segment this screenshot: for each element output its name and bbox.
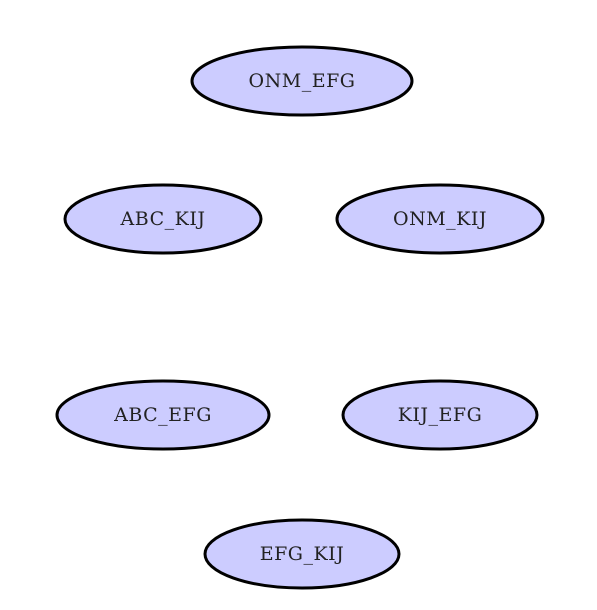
node-abc-efg-ellipse — [55, 379, 271, 451]
node-efg-kij-ellipse — [203, 518, 401, 590]
node-abc-efg-label: ABC_EFG — [113, 404, 212, 426]
node-abc-kij-ellipse — [63, 183, 263, 255]
node-kij-efg-ellipse — [341, 379, 539, 451]
node-efg-kij[interactable]: EFG_KIJ — [203, 518, 401, 590]
node-kij-efg-label: KIJ_EFG — [398, 404, 483, 426]
node-onm-efg-ellipse — [190, 45, 414, 117]
node-onm-kij[interactable]: ONM_KIJ — [335, 183, 545, 255]
node-abc-efg[interactable]: ABC_EFG — [55, 379, 271, 451]
node-onm-efg-label: ONM_EFG — [249, 70, 356, 92]
node-kij-efg[interactable]: KIJ_EFG — [341, 379, 539, 451]
node-onm-efg[interactable]: ONM_EFG — [190, 45, 414, 117]
node-abc-kij[interactable]: ABC_KIJ — [63, 183, 263, 255]
node-onm-kij-label: ONM_KIJ — [393, 208, 487, 230]
node-onm-kij-ellipse — [335, 183, 545, 255]
node-abc-kij-label: ABC_KIJ — [120, 208, 206, 230]
node-efg-kij-label: EFG_KIJ — [260, 543, 345, 565]
